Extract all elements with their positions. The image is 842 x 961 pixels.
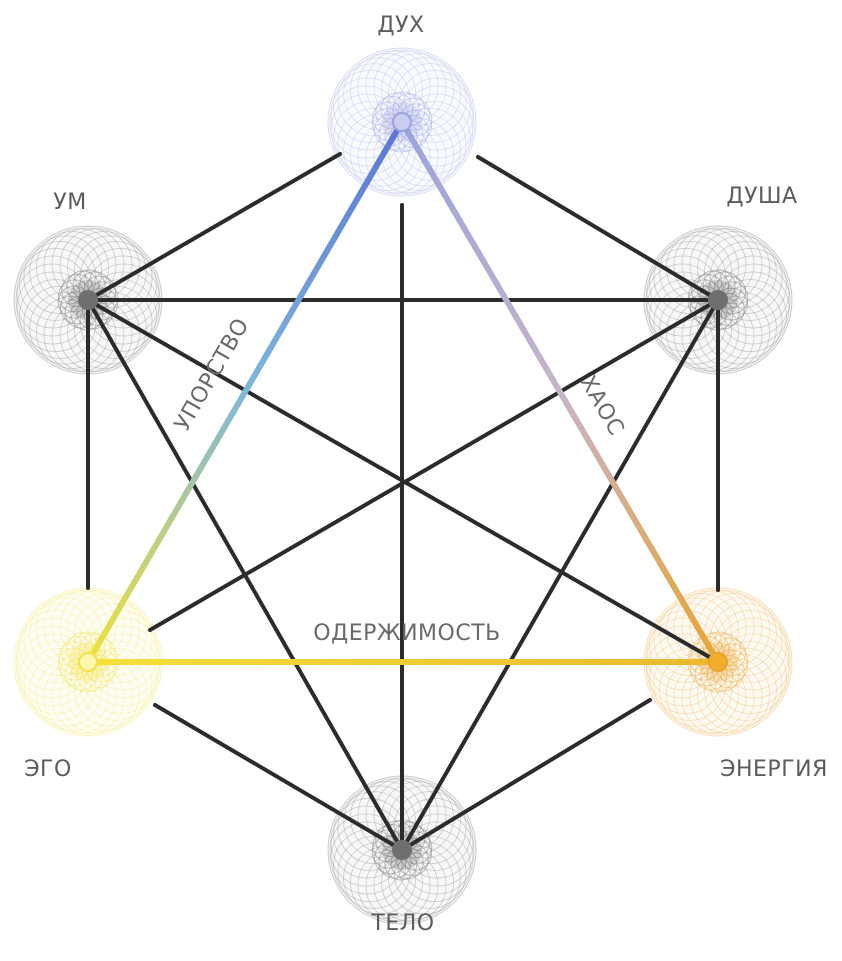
node-label-dukh: ДУХ — [377, 13, 424, 38]
edge-label-obsession: ОДЕРЖИМОСТЬ — [313, 621, 501, 646]
edge-ego-dukh-persistence — [88, 122, 402, 662]
edge-dusha-telo — [402, 300, 718, 850]
node-dukh — [393, 113, 411, 131]
node-label-ego: ЭГО — [24, 757, 72, 782]
edge-um-dukh — [88, 154, 340, 300]
node-label-dusha: ДУША — [726, 184, 797, 209]
node-dusha — [709, 291, 727, 309]
node-ego — [79, 653, 97, 671]
edge-label-persistence: УПОРСТВО — [170, 314, 255, 435]
edge-dukh-energy-chaos — [402, 122, 718, 662]
node-energy — [709, 653, 727, 671]
node-label-energy: ЭНЕРГИЯ — [720, 757, 828, 782]
node-telo — [393, 841, 411, 859]
edge-telo-ego — [155, 705, 402, 850]
node-um — [79, 291, 97, 309]
edge-energy-telo — [402, 700, 650, 850]
node-label-um: УМ — [53, 190, 86, 215]
node-label-telo: ТЕЛО — [370, 911, 434, 936]
edge-dukh-dusha — [478, 157, 718, 300]
